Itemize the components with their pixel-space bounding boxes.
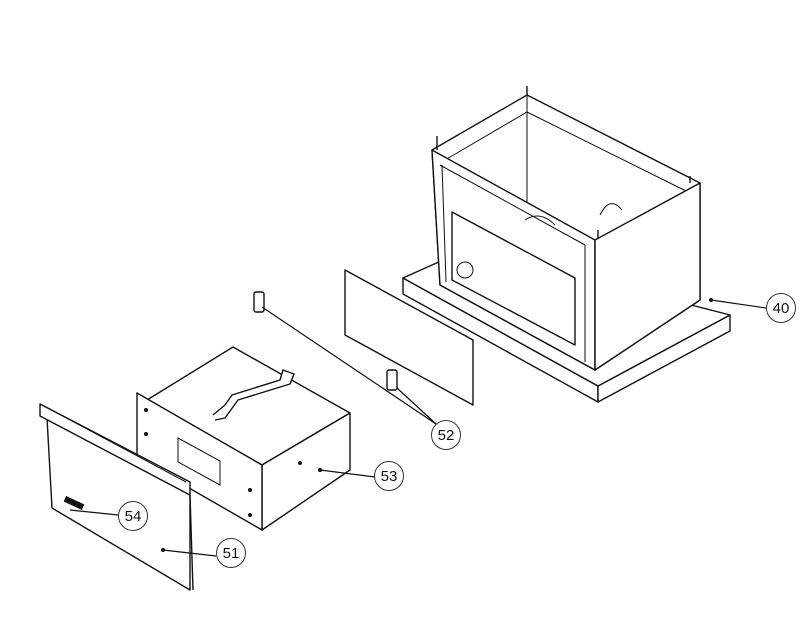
callout-51: 51 [216,538,246,568]
clip-upper [253,291,265,313]
clip-lower [386,369,398,391]
callout-40: 40 [766,293,796,323]
callout-53: 53 [374,461,404,491]
leader-lines [69,298,767,557]
handle-54 [63,496,85,510]
callout-52: 52 [431,420,461,450]
drawer-box [136,346,351,531]
drawer-front-panel [39,403,194,591]
callout-54: 54 [118,501,148,531]
cabinet-box [431,86,701,371]
rear-panel [344,269,474,406]
